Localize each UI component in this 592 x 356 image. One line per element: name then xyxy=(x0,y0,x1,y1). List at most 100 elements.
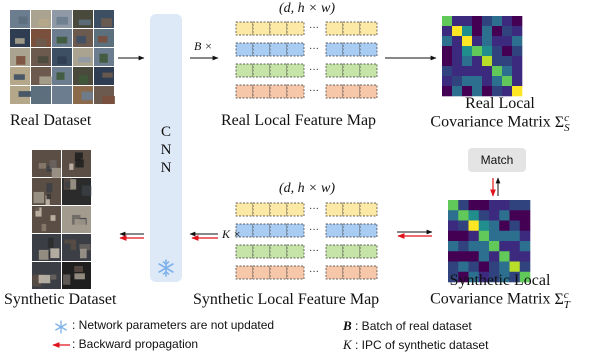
feature-cell xyxy=(325,84,344,99)
cov-cell xyxy=(509,251,521,262)
cov-cell xyxy=(442,46,453,57)
cov-cell xyxy=(468,230,480,242)
cov-cell xyxy=(499,210,510,221)
cov-cell xyxy=(509,271,521,283)
cov-cell xyxy=(519,200,531,211)
cov-cell xyxy=(512,86,523,97)
synthetic-thumbnail xyxy=(32,262,61,289)
feature-cell xyxy=(325,244,344,259)
cnn-letter-n2: N xyxy=(160,160,172,176)
real-thumbnail xyxy=(31,29,51,47)
real-thumbnail xyxy=(52,48,72,66)
feature-cell xyxy=(359,21,378,36)
cov-cell xyxy=(462,76,473,87)
legend-k-text: : IPC of synthetic dataset xyxy=(355,338,489,352)
cov-cell xyxy=(462,36,473,47)
cov-cell xyxy=(472,46,483,57)
cov-cell xyxy=(472,26,483,37)
real-thumbnail xyxy=(94,67,114,85)
synthetic-thumbnail xyxy=(62,150,91,177)
feature-cell xyxy=(325,42,344,57)
feature-cell xyxy=(325,265,344,280)
syn-cov-text: Covariance Matrix xyxy=(430,291,551,309)
cov-cell xyxy=(468,220,480,232)
cov-cell xyxy=(489,200,500,211)
real-feature-map: ············ xyxy=(235,21,378,99)
cov-cell xyxy=(519,230,531,242)
real-cov-sub: S xyxy=(564,122,570,135)
real-thumbnail xyxy=(10,67,30,85)
cov-cell xyxy=(509,230,521,242)
feature-row: ··· xyxy=(235,84,378,99)
cov-cell xyxy=(458,200,469,211)
cov-cell xyxy=(452,26,463,37)
feature-cell xyxy=(269,42,288,57)
cov-cell xyxy=(492,66,503,77)
real-thumbnail xyxy=(94,29,114,47)
real-thumbnail xyxy=(31,48,51,66)
cov-cell xyxy=(519,241,531,252)
cov-cell xyxy=(442,36,453,47)
row-ellipsis: ··· xyxy=(309,267,319,278)
feature-cell xyxy=(325,223,344,238)
cov-cell xyxy=(482,56,493,67)
cov-cell xyxy=(492,26,503,37)
cov-cell xyxy=(462,26,473,37)
cov-cell xyxy=(509,200,521,211)
real-thumbnail xyxy=(10,48,30,66)
cov-cell xyxy=(509,241,521,252)
feature-cell xyxy=(235,84,254,99)
cov-cell xyxy=(458,220,469,232)
cov-cell xyxy=(499,271,510,283)
feature-row: ··· xyxy=(235,265,378,280)
cov-cell xyxy=(478,200,490,211)
legend-snowflake-text: : Network parameters are not updated xyxy=(72,318,275,332)
feature-cell xyxy=(235,21,254,36)
cov-cell xyxy=(452,36,463,47)
feature-cell xyxy=(286,84,305,99)
feature-cell xyxy=(235,265,254,280)
cov-cell xyxy=(458,251,469,262)
feature-cell xyxy=(252,202,271,217)
cov-cell xyxy=(478,241,490,252)
feature-cell xyxy=(359,84,378,99)
feature-cell xyxy=(342,265,361,280)
cov-cell xyxy=(512,26,523,37)
cov-cell xyxy=(489,261,500,273)
feature-row: ··· xyxy=(235,42,378,57)
real-thumbnail xyxy=(10,86,32,104)
synthetic-thumbnail xyxy=(32,206,61,233)
cov-cell xyxy=(512,76,523,87)
feature-cell xyxy=(235,63,254,78)
legend-b-text: : Batch of real dataset xyxy=(355,319,472,333)
cov-cell xyxy=(462,56,473,67)
cov-cell xyxy=(452,86,463,97)
real-thumbnail xyxy=(94,48,114,66)
feature-cell xyxy=(235,42,254,57)
cov-cell xyxy=(519,220,531,232)
synthetic-dataset-image-grid xyxy=(32,150,92,289)
cov-cell xyxy=(448,220,459,232)
feature-cell xyxy=(286,42,305,57)
cov-cell xyxy=(512,46,523,57)
real-thumbnail xyxy=(73,48,93,66)
cov-cell xyxy=(462,16,473,27)
cov-cell xyxy=(478,230,490,242)
real-thumbnail xyxy=(52,10,72,28)
cov-cell xyxy=(458,271,469,283)
synthetic-feature-map: ············ xyxy=(235,202,378,280)
feature-cell xyxy=(286,21,305,36)
cov-cell xyxy=(468,271,480,283)
real-batch-label: B × xyxy=(194,39,213,53)
real-cov-line1: Real Local xyxy=(465,95,535,112)
feature-cell xyxy=(252,63,271,78)
feature-cell xyxy=(359,223,378,238)
syn-cov-line1: Synthetic Local xyxy=(449,272,551,289)
real-thumbnail xyxy=(94,10,114,28)
feature-cell xyxy=(269,202,288,217)
legend-b-entry: B : Batch of real dataset xyxy=(343,318,472,334)
cov-cell xyxy=(472,36,483,47)
